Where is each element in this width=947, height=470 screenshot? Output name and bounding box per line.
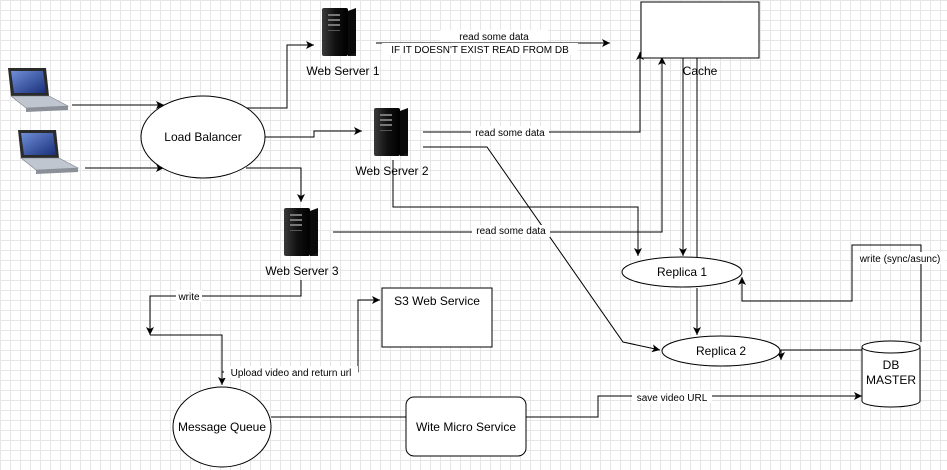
wite-micro-service-node bbox=[405, 396, 527, 457]
edge-db-replica2 bbox=[777, 349, 862, 360]
replica-1-label: Replica 1 bbox=[657, 265, 707, 279]
server-icon bbox=[322, 8, 356, 56]
replica-2-node bbox=[661, 335, 781, 367]
server-icon bbox=[374, 108, 408, 156]
edge-ws2-replica1 bbox=[392, 160, 642, 256]
edge-label-save-url: save video URL bbox=[637, 393, 708, 404]
edge-queue-s3 bbox=[222, 296, 380, 373]
web-server-2-label: Web Server 2 bbox=[355, 164, 428, 178]
edge-ws3-queue bbox=[146, 280, 302, 335]
db-master-label-line2: MASTER bbox=[866, 373, 916, 387]
edge-ws2-replica2 bbox=[423, 146, 661, 353]
laptop-icon bbox=[17, 129, 79, 175]
wite-micro-service-label: Wite Micro Service bbox=[416, 420, 516, 434]
s3-web-service-label: S3 Web Service bbox=[394, 294, 480, 308]
edge-to-queue bbox=[150, 334, 226, 385]
db-master-node bbox=[861, 340, 921, 408]
laptop-icon bbox=[7, 67, 69, 113]
edge-label-write: write bbox=[177, 292, 200, 303]
edge-ws2-cache bbox=[423, 52, 644, 133]
edge-lb-ws1 bbox=[246, 41, 314, 109]
replica-1-node bbox=[621, 256, 743, 288]
replica-2-label: Replica 2 bbox=[696, 344, 746, 358]
cache-label: Cache bbox=[683, 64, 718, 78]
message-queue-label: Message Queue bbox=[178, 420, 266, 434]
edge-label-write-sync: write (sync/asunc) bbox=[859, 254, 941, 265]
message-queue-node bbox=[172, 386, 272, 468]
edge-lb-ws3 bbox=[246, 167, 305, 202]
edge-label-ws3-read: read some data bbox=[476, 226, 546, 237]
server-icon bbox=[284, 208, 318, 256]
edge-label-ws2-read: read some data bbox=[475, 128, 545, 139]
web-server-1-label: Web Server 1 bbox=[306, 64, 379, 78]
web-server-3-label: Web Server 3 bbox=[265, 264, 338, 278]
edge-micro-db bbox=[526, 392, 862, 418]
cache-node bbox=[640, 1, 760, 59]
db-master-label-line1: DB bbox=[883, 358, 900, 372]
edge-ws3-cache bbox=[333, 57, 666, 233]
edge-label-ws1-read: read some data bbox=[459, 32, 529, 43]
edge-label-ws1-fallback: IF IT DOESN'T EXIST READ FROM DB bbox=[391, 45, 569, 56]
load-balancer-label: Load Balancer bbox=[164, 130, 241, 144]
edge-label-upload: Upload video and return url bbox=[231, 368, 352, 379]
s3-web-service-node bbox=[381, 287, 493, 348]
load-balancer-node bbox=[140, 95, 266, 179]
edge-lb-ws2 bbox=[265, 127, 362, 138]
